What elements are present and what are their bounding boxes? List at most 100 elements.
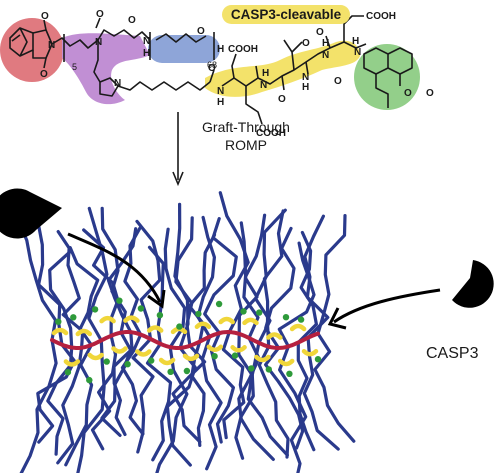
polymer-side-chain xyxy=(163,227,187,349)
atom-n: N xyxy=(354,47,361,58)
atom-o: O xyxy=(197,26,205,37)
polymer-side-chain xyxy=(165,346,197,467)
polymer-side-chain xyxy=(106,227,138,334)
caption-line-2: ROMP xyxy=(225,137,267,153)
coumarin-dot xyxy=(55,318,62,325)
atom-h: H xyxy=(143,48,150,59)
polymer-side-chain xyxy=(112,330,134,437)
casp3-cleavable-label: CASP3-cleavable xyxy=(222,5,350,24)
right-arrowhead xyxy=(327,307,347,330)
coumarin-dot xyxy=(91,306,99,313)
atom-labels: O O N 5 N O O N H O H 68 N N H O COOH N … xyxy=(40,9,434,139)
atom-n: N xyxy=(302,72,309,83)
polymer-side-chain xyxy=(254,208,287,345)
polymer-side-chain xyxy=(68,246,100,347)
bottlebrush-polymer xyxy=(16,191,356,473)
polymer-side-chain xyxy=(277,241,316,348)
atom-h: H xyxy=(302,82,309,93)
coumarin-dot xyxy=(286,370,293,377)
atom-o: O xyxy=(426,88,434,99)
caption-line-1: Graft-Through xyxy=(202,119,290,135)
polymer-side-chain xyxy=(135,219,162,341)
atom-cooh: COOH xyxy=(366,11,396,22)
atom-n: N xyxy=(143,36,150,47)
coumarin-dot xyxy=(297,316,305,323)
right-enzyme-arrow xyxy=(333,288,441,324)
left-enzyme-arrow xyxy=(67,232,162,303)
polymer-side-chain xyxy=(145,342,173,462)
peptide-highlight xyxy=(205,40,360,97)
atom-o: O xyxy=(96,9,104,20)
coumarin-dot xyxy=(103,358,110,365)
bond-lines xyxy=(9,15,413,125)
atom-h: H xyxy=(262,68,269,79)
coumarin-dot xyxy=(86,376,93,384)
peptide-segment xyxy=(254,354,271,363)
peptide-segment xyxy=(218,316,235,325)
reaction-arrow xyxy=(172,112,184,187)
atom-cooh: COOH xyxy=(228,44,258,55)
polymer-side-chain xyxy=(56,346,84,465)
peptide-segment xyxy=(301,348,319,357)
atom-o: O xyxy=(404,88,412,99)
casp3-enzyme-right-icon xyxy=(452,260,494,308)
coumarin-dot xyxy=(265,366,272,373)
casp3-enzyme-left-icon xyxy=(0,188,62,239)
coumarin-dot xyxy=(240,308,247,315)
coumarin-dot xyxy=(215,300,223,308)
left-arrowhead xyxy=(147,289,166,309)
casp3-enzyme-label: CASP3 xyxy=(426,345,479,362)
subscript-5: 5 xyxy=(72,62,77,72)
coumarin-dot xyxy=(124,361,131,368)
atom-o: O xyxy=(302,38,310,49)
peptide-segment xyxy=(123,315,140,323)
polymer-side-chain xyxy=(131,337,155,454)
atom-o: O xyxy=(208,63,216,74)
peptide-segment xyxy=(75,328,93,337)
coumarin-dot xyxy=(282,314,290,321)
atom-n: N xyxy=(260,80,267,91)
atom-o: O xyxy=(41,11,49,22)
coumarin-highlight xyxy=(354,44,420,110)
coumarin-dot xyxy=(183,367,191,375)
peptide-segment xyxy=(51,327,69,336)
peptide-segment xyxy=(63,359,81,367)
coumarin-dot xyxy=(137,305,145,312)
atom-o: O xyxy=(316,27,324,38)
monomer-structure: O O N 5 N O O N H O H 68 N N H O COOH N … xyxy=(0,9,434,139)
peptide-segment xyxy=(230,345,247,353)
atom-o: O xyxy=(278,94,286,105)
coumarin-dot xyxy=(176,323,183,330)
peptide-segment xyxy=(158,357,176,366)
atom-o: O xyxy=(334,76,342,87)
peptide-segment xyxy=(87,352,104,361)
atom-n: N xyxy=(322,50,329,61)
polymer-side-chain xyxy=(19,338,58,473)
coumarin-dot xyxy=(231,352,239,359)
polymer-side-chain xyxy=(278,344,308,473)
polymer-side-chain xyxy=(313,332,356,443)
polymer-side-chain xyxy=(257,345,290,459)
peptide-segment xyxy=(289,323,307,332)
coumarin-dot xyxy=(116,297,123,304)
polymer-side-chain xyxy=(218,191,250,334)
polymer-side-chain xyxy=(296,230,318,345)
polymer-side-chain xyxy=(120,333,145,436)
atom-h: H xyxy=(217,44,224,55)
polymer-side-chain xyxy=(264,226,296,350)
coumarin-dot xyxy=(256,309,263,316)
subscript-68: 68 xyxy=(207,60,217,70)
peptide-segment xyxy=(206,344,224,353)
polymer-backbone xyxy=(50,329,320,351)
atom-n: N xyxy=(95,37,102,48)
polymer-side-chain xyxy=(246,341,289,457)
polymer-side-chain xyxy=(76,338,106,473)
atom-h: H xyxy=(352,36,359,47)
polymer-side-chain xyxy=(200,335,223,471)
polymer-side-chain xyxy=(16,218,58,342)
polymer-side-chain xyxy=(90,334,118,451)
polymer-side-chain xyxy=(296,340,316,452)
polymer-side-chain xyxy=(264,346,305,450)
atom-n: N xyxy=(48,40,55,51)
